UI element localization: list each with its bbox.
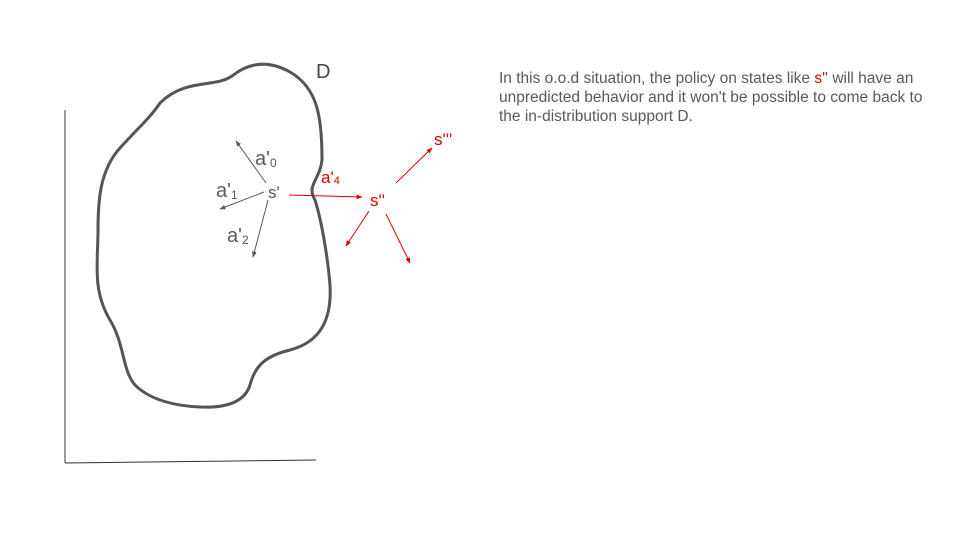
ood-next-arrow-downleft <box>345 210 370 247</box>
action-label-2-base: a' <box>227 225 242 247</box>
caption-text-before: In this o.o.d situation, the policy on s… <box>499 70 815 87</box>
caption-highlight-state: s'' <box>814 70 829 87</box>
region-label: D <box>316 61 330 83</box>
action-arrow-2 <box>252 199 269 258</box>
explanation-caption: In this o.o.d situation, the policy on s… <box>499 69 929 126</box>
action-label-0: a'0 <box>255 148 277 170</box>
distribution-support-region <box>95 62 332 409</box>
ood-action-label-base: a' <box>321 168 334 187</box>
next-ood-state-label: s''' <box>434 130 452 149</box>
state-label: s' <box>268 183 280 202</box>
action-label-1-base: a' <box>216 180 231 202</box>
ood-next-arrow-downright <box>385 213 411 264</box>
caption-text-after: will have an unpredicted behavior and it… <box>499 70 923 125</box>
action-label-1-sub: 1 <box>231 188 238 202</box>
ood-action-arrow <box>288 194 363 200</box>
ood-state-label: s'' <box>370 191 385 210</box>
x-axis <box>64 459 317 464</box>
action-label-1: a'1 <box>216 180 238 202</box>
ood-action-label: a'4 <box>321 168 340 187</box>
action-arrow-0 <box>235 140 267 184</box>
ood-action-label-sub: 4 <box>334 175 340 187</box>
action-label-2: a'2 <box>227 225 249 247</box>
action-arrow-1 <box>219 191 265 210</box>
action-label-2-sub: 2 <box>242 233 249 247</box>
ood-next-arrow-upright <box>395 147 433 184</box>
action-label-0-base: a' <box>255 148 270 170</box>
action-label-0-sub: 0 <box>270 156 277 170</box>
